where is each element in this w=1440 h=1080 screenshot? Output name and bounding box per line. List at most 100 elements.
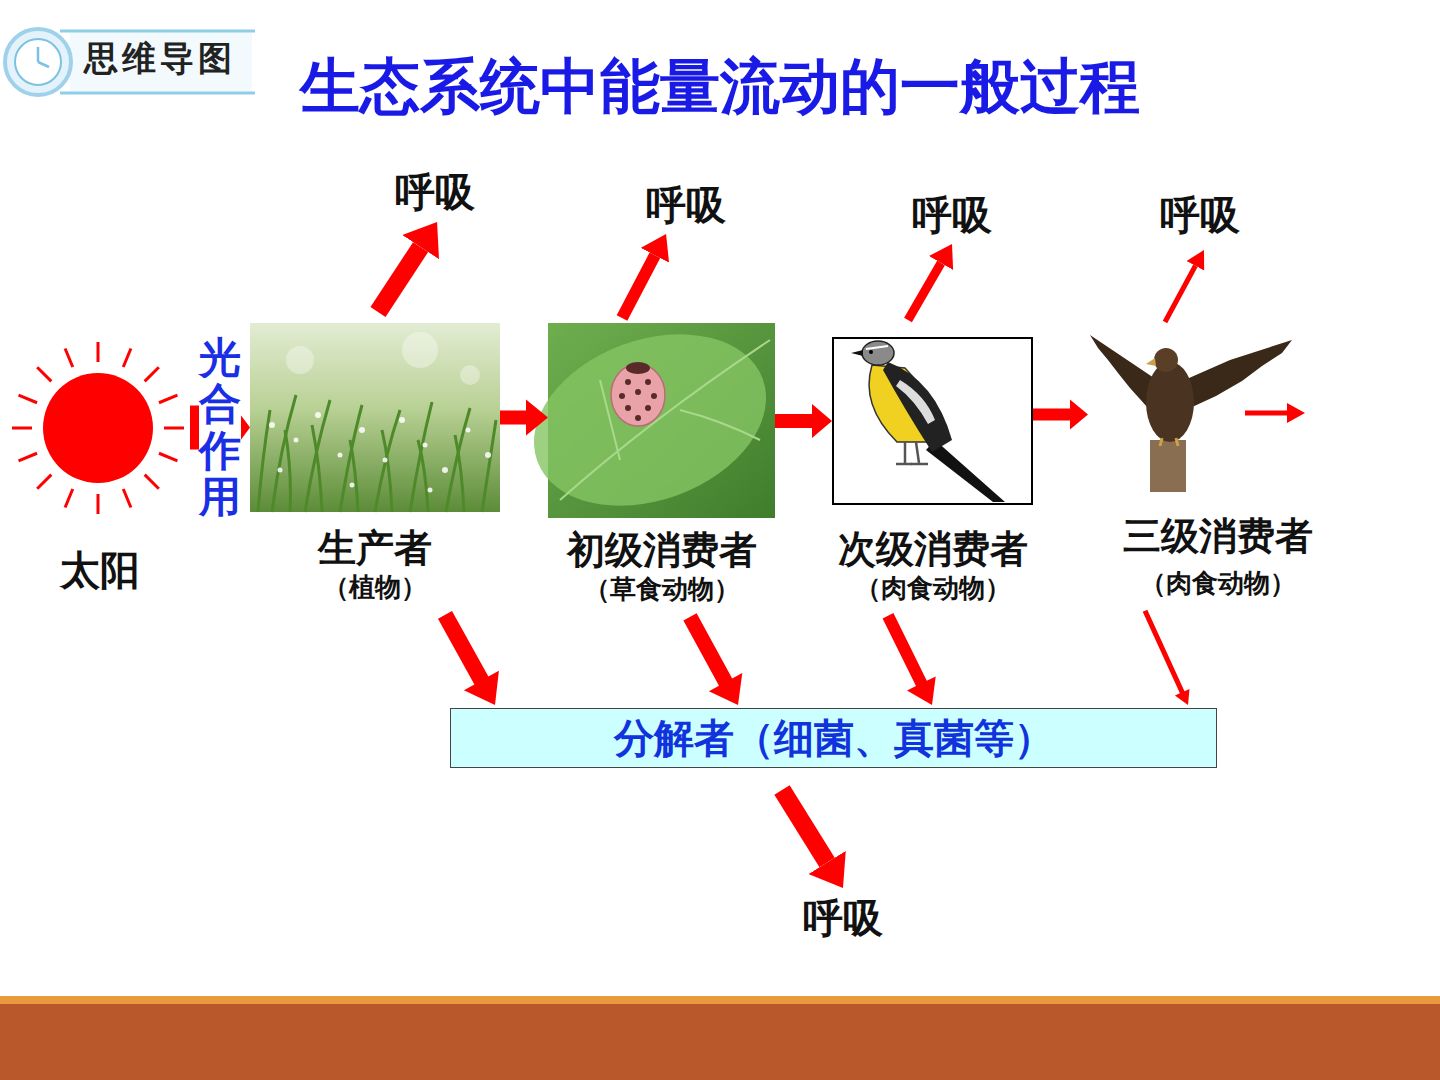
respiration-label: 呼吸 (912, 191, 992, 239)
grass-picture (460, 365, 480, 385)
bird-picture (926, 440, 1005, 502)
eagle-picture (1146, 362, 1194, 442)
grass-picture (399, 417, 405, 423)
node-caption: 三级消费者 (1086, 514, 1350, 560)
sun-symbol (123, 349, 131, 367)
ladybug-picture (626, 362, 650, 374)
grass-picture (382, 430, 392, 512)
energy-flow-arrow (1033, 400, 1088, 430)
bird-picture (904, 442, 907, 463)
header-badge (70, 32, 252, 92)
respiration-label-wrap: 呼吸 (803, 894, 883, 942)
bird-picture (869, 350, 873, 354)
secondary-consumer-node: 次级消费者（肉食动物） (830, 337, 1035, 604)
grass-picture (350, 483, 355, 488)
eagle-picture (1146, 358, 1156, 366)
sun-node: 太阳 (8, 345, 192, 594)
sun-symbol (43, 373, 153, 483)
node-caption: 初级消费者 (546, 528, 777, 574)
respiration-label: 呼吸 (1160, 191, 1240, 239)
sun-symbol (19, 395, 37, 403)
bird-picture (866, 346, 888, 349)
node-caption: （肉食动物） (1086, 568, 1350, 599)
grass-picture (418, 440, 428, 512)
ladybug-picture (625, 405, 631, 411)
box-text: 分解者（细菌、真菌等） (614, 714, 1054, 762)
sun-symbol (145, 475, 159, 489)
bird-picture (833, 338, 1032, 504)
grass-picture (359, 427, 365, 433)
respiration-label-wrap: 呼吸 (395, 168, 475, 216)
grass-picture (286, 332, 480, 385)
grass-picture (350, 440, 358, 512)
energy-flow-arrow (500, 400, 548, 436)
eagle-picture (1160, 438, 1178, 446)
sun-symbol (37, 475, 51, 489)
ladybug-picture (625, 379, 631, 385)
footer-bar (0, 996, 1440, 1004)
grass-picture (250, 323, 500, 512)
grass-picture (269, 412, 491, 493)
header-badge (60, 92, 255, 95)
grass-picture (455, 435, 464, 512)
grass-picture (446, 408, 470, 512)
grass-picture (482, 420, 496, 512)
eagle-picture (1150, 440, 1186, 492)
eagle-picture (1180, 340, 1292, 408)
bird-picture (896, 380, 935, 424)
grass-picture (423, 443, 428, 448)
grass-picture (258, 395, 496, 512)
node-caption: （植物） (248, 572, 502, 603)
footer-bar (0, 996, 1440, 1080)
sun-symbol (19, 453, 37, 461)
outflow-arrow (1245, 411, 1287, 416)
eagle-picture (1154, 348, 1178, 372)
bird-picture (883, 362, 952, 452)
ladybug-picture (510, 304, 790, 536)
sun-symbol (123, 489, 131, 507)
header-badge (5, 29, 255, 95)
node-caption: 生产者 (248, 526, 502, 572)
picture-frame (250, 323, 500, 512)
picture-frame (1088, 332, 1295, 492)
sun-symbol (97, 342, 100, 362)
respiration-arrow (622, 255, 655, 318)
grass-picture (269, 422, 275, 428)
sun-symbol (12, 342, 184, 514)
grass-picture (315, 412, 321, 418)
sun-symbol (12, 427, 32, 430)
respiration-label: 呼吸 (803, 894, 883, 942)
grass-picture (375, 410, 400, 512)
sun-symbol (145, 367, 159, 381)
picture-frame (832, 337, 1033, 505)
decomposer-box: 分解者（细菌、真菌等） (450, 708, 1217, 768)
title: 生态系统中能量流动的一般过程 (300, 50, 1140, 122)
bird-picture (911, 463, 928, 466)
footer-bar (0, 1004, 1440, 1080)
grass-picture (312, 425, 322, 512)
badge-text: 思维导图 (84, 38, 236, 79)
header-badge (15, 39, 61, 85)
grass-picture (428, 488, 433, 493)
edge-label-wrap: 光合作用 (199, 335, 241, 520)
respiration-label-wrap: 呼吸 (912, 191, 992, 239)
respiration-label-wrap: 呼吸 (646, 181, 726, 229)
grass-picture (410, 402, 432, 512)
header-badge (38, 62, 49, 67)
node-caption: 次级消费者 (830, 527, 1035, 573)
sun-symbol (65, 349, 73, 367)
respiration-arrow (378, 247, 421, 312)
primary-consumer-node: 初级消费者（草食动物） (546, 323, 777, 605)
badge-text-wrap: 思维导图 (84, 38, 236, 79)
energy-flow-arrow (775, 404, 832, 438)
producer-node: 生产者（植物） (248, 323, 502, 603)
bird-picture (833, 338, 1032, 504)
picture-frame (10, 345, 190, 510)
grass-picture (258, 410, 270, 512)
ladybug-picture (635, 415, 641, 421)
header-badge (37, 47, 40, 62)
respiration-arrow (782, 790, 827, 863)
bird-picture (916, 442, 919, 463)
sun-symbol (97, 494, 100, 514)
